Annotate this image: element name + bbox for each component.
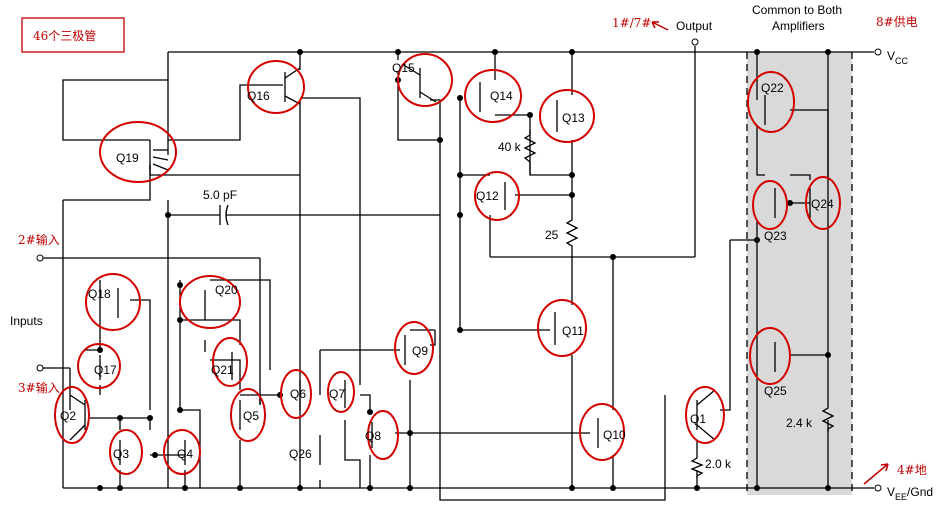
transistor-q4-label: Q4 (177, 447, 193, 461)
transistor-q26-label: Q26 (289, 447, 312, 461)
transistor-count-box (21, 17, 125, 53)
transistor-q14[interactable]: Q14 (464, 69, 522, 123)
transistor-q19[interactable]: Q19 (99, 121, 177, 183)
transistor-q23-label: Q23 (764, 229, 787, 243)
transistor-q23[interactable]: Q23 (752, 180, 788, 243)
transistor-q11-label: Q11 (562, 324, 584, 338)
output-node (490, 38, 699, 258)
transistor-q22[interactable]: Q22 (747, 71, 795, 133)
transistor-q10[interactable]: Q10 (579, 403, 626, 461)
transistor-q20-label: Q20 (215, 283, 238, 297)
input-terminals (36, 254, 261, 410)
transistor-q15[interactable]: Q15 (392, 53, 453, 107)
transistor-q7-label: Q7 (329, 387, 345, 401)
input2-pin-annotation: 2#输入 (18, 232, 60, 247)
transistor-q3[interactable]: Q3 (109, 429, 143, 475)
output-arrow-icon (651, 21, 669, 31)
circuit-wiring (62, 52, 829, 501)
output-label: Output (676, 19, 713, 33)
transistor-q18[interactable]: Q18 (85, 273, 141, 331)
input3-pin-annotation: 3#输入 (18, 380, 60, 395)
transistor-q25[interactable]: Q25 (749, 327, 791, 398)
resistor-40k-label: 40 k (498, 140, 522, 154)
transistor-q6-label: Q6 (290, 387, 306, 401)
transistor-q24[interactable]: Q24 (805, 176, 841, 230)
supply-pin-annotation: 8#供电 (876, 15, 918, 29)
transistor-q1[interactable]: Q1 (685, 386, 725, 444)
transistor-q19-label: Q19 (116, 151, 139, 165)
transistor-q3-label: Q3 (113, 447, 129, 461)
transistor-q24-label: Q24 (811, 197, 834, 211)
transistor-q8[interactable]: Q8 (365, 410, 399, 460)
resistor-24k-label: 2.4 k (786, 416, 813, 430)
transistor-q22-label: Q22 (761, 81, 784, 95)
transistor-q17[interactable]: Q17 (77, 343, 121, 389)
inputs-label: Inputs (10, 314, 43, 328)
vcc-label: VCC (887, 49, 909, 66)
transistor-q4[interactable]: Q4 (163, 429, 201, 475)
transistor-q7[interactable]: Q7 (327, 371, 355, 413)
transistor-q21-label: Q21 (211, 363, 234, 377)
transistor-q10-label: Q10 (603, 428, 626, 442)
capacitor-label: 5.0 pF (203, 188, 237, 202)
transistor-q2-label: Q2 (60, 409, 76, 423)
transistor-q11[interactable]: Q11 (537, 299, 587, 357)
output-pin-annotation: 1#/7# (612, 16, 651, 30)
common-region (747, 52, 852, 495)
transistor-q8-label: Q8 (365, 429, 381, 443)
resistor-2k-label: 2.0 k (705, 457, 732, 471)
resistor-25-label: 25 (545, 228, 559, 242)
resistors (523, 130, 835, 478)
transistor-q16[interactable]: Q16 (247, 60, 305, 114)
transistor-q26[interactable]: Q26 (289, 435, 321, 465)
transistor-q9-label: Q9 (412, 344, 428, 358)
transistor-q2[interactable]: Q2 (54, 386, 90, 444)
transistor-q5[interactable]: Q5 (230, 388, 266, 442)
transistor-q6[interactable]: Q6 (280, 369, 312, 419)
transistor-q5-label: Q5 (243, 409, 259, 423)
transistor-q9[interactable]: Q9 (394, 321, 434, 375)
common-label-line2: Amplifiers (772, 19, 825, 33)
transistor-q21[interactable]: Q21 (211, 337, 248, 387)
transistor-q13[interactable]: Q13 (539, 89, 595, 143)
transistor-q14-label: Q14 (490, 89, 513, 103)
transistor-count-label: 46个三极管 (33, 28, 96, 43)
ground-pin-annotation: 4#地 (897, 463, 927, 477)
transistor-q12[interactable]: Q12 (474, 171, 520, 221)
junction-dots (97, 49, 831, 491)
transistor-q18-label: Q18 (88, 287, 111, 301)
common-label-line1: Common to Both (752, 3, 842, 17)
transistor-q13-label: Q13 (562, 111, 585, 125)
transistor-q1-label: Q1 (690, 412, 706, 426)
transistor-q12-label: Q12 (476, 189, 499, 203)
transistor-q17-label: Q17 (94, 363, 117, 377)
transistor-q16-label: Q16 (247, 89, 270, 103)
transistor-q20[interactable]: Q20 (179, 275, 241, 329)
vee-label: VEE/Gnd (887, 485, 933, 502)
ground-arrow-icon (863, 463, 889, 485)
transistor-q25-label: Q25 (764, 384, 787, 398)
transistor-q15-label: Q15 (392, 61, 415, 75)
